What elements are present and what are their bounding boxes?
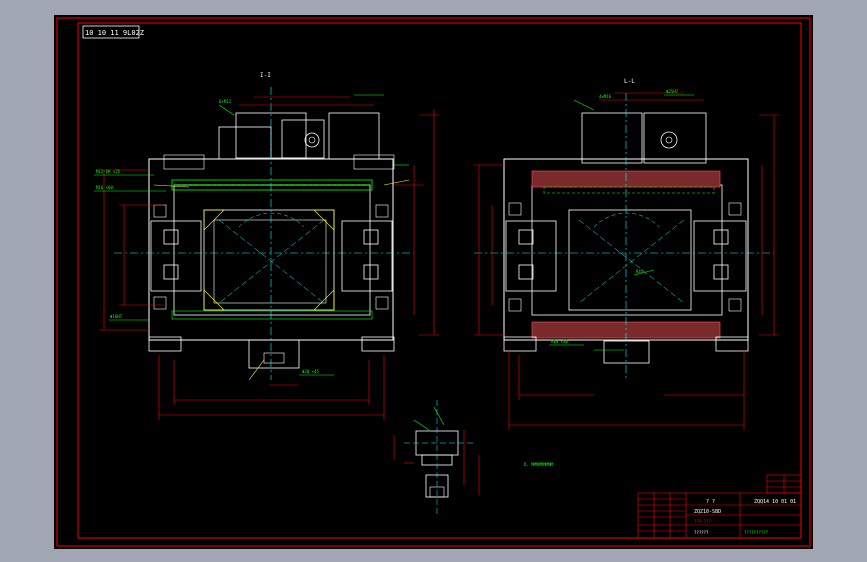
svg-text:Φ16H7: Φ16H7 [110, 314, 123, 319]
title-sheet-text: ?????? [694, 530, 709, 535]
svg-text:6×M12: 6×M12 [219, 99, 232, 104]
corner-code-block: 10 10 11 9L02Z [82, 25, 144, 39]
title-scale-text: ??? ??? [694, 519, 711, 524]
right-view-label: L-L [624, 78, 635, 85]
title-drawing-number: ZQZ10-SBD [694, 509, 721, 515]
left-annotations [94, 94, 409, 376]
left-dimensions [99, 96, 439, 420]
cad-drawing-svg: 10 10 11 9L02Z I-I [56, 17, 811, 547]
title-company-text: ?????????? [744, 530, 769, 535]
outer-frame [56, 17, 811, 547]
svg-text:M12-6H ×25: M12-6H ×25 [96, 169, 121, 174]
inner-frame [77, 22, 802, 539]
detail-note: D. MMMMMMMMM [524, 462, 553, 467]
right-section-view: L-L [474, 78, 779, 430]
svg-text:4×M16: 4×M16 [599, 94, 612, 99]
right-annotations [549, 94, 694, 351]
right-dimensions [474, 92, 779, 430]
title-block [637, 474, 802, 539]
corner-code-text: 10 10 11 9L02Z [85, 29, 144, 37]
title-project-code: ZQQ14 10 01 01 [754, 499, 796, 505]
svg-text:M16 ×60: M16 ×60 [96, 185, 113, 190]
svg-text:R45: R45 [636, 269, 644, 274]
title-part-name: ? ? [706, 499, 715, 505]
left-section-view: I-I [94, 72, 439, 420]
svg-text:Φ20 ×45: Φ20 ×45 [302, 369, 319, 374]
detail-view: D. MMMMMMMMM [393, 400, 553, 515]
svg-text:Φ25H7: Φ25H7 [666, 89, 679, 94]
cad-drawing-canvas: 10 10 11 9L02Z I-I [54, 15, 813, 549]
left-view-label: I-I [260, 72, 271, 79]
svg-text:M10 ×30: M10 ×30 [551, 339, 568, 344]
